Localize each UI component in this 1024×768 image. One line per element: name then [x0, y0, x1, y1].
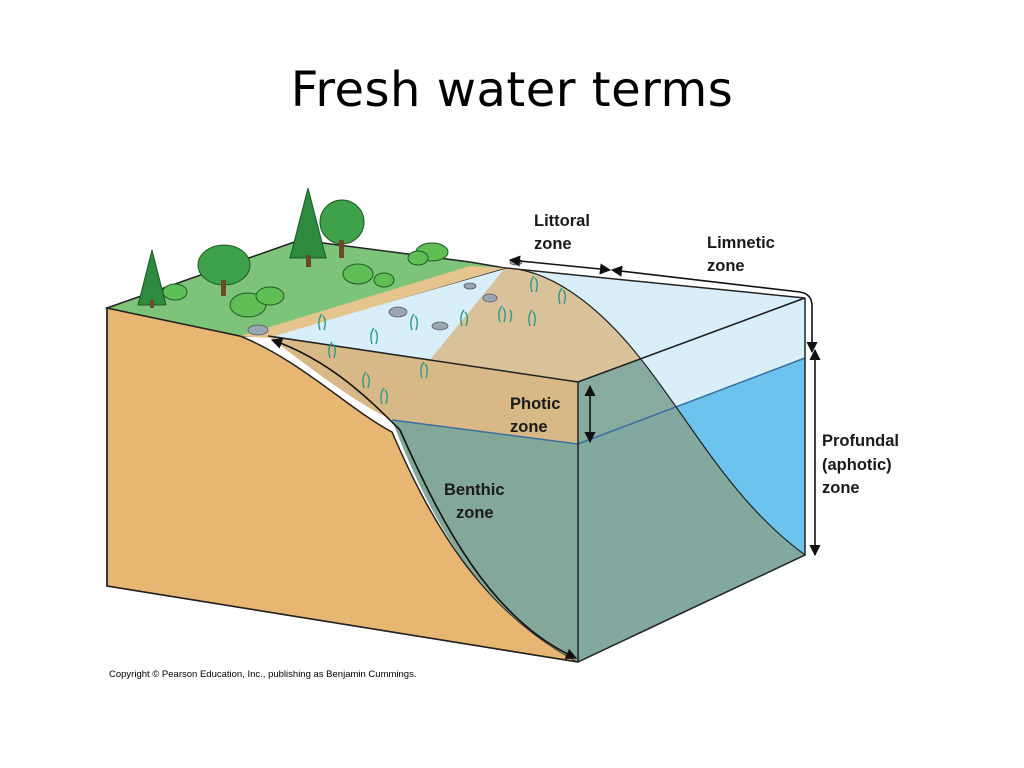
benthic-label-line2: zone	[456, 504, 494, 522]
benthic-arrow	[270, 337, 578, 660]
right-face-soil	[578, 358, 805, 662]
shrubs	[162, 242, 449, 318]
profundal-label-line2: (aphotic)	[822, 456, 892, 474]
littoral-label-line2: zone	[534, 235, 572, 253]
littoral-arrow	[508, 255, 612, 275]
littoral-label-line1: Littoral	[534, 212, 590, 230]
photic-label-line1: Photic	[510, 395, 560, 413]
limnetic-label-line1: Limnetic	[707, 234, 775, 252]
photic-boundary-line-right	[577, 357, 806, 445]
tree-round-center	[319, 199, 365, 258]
limnetic-arrow	[610, 265, 818, 354]
soil-slope-outline	[504, 267, 806, 556]
limnetic-label: Limnetic zone	[707, 234, 779, 275]
littoral-label: Littoral zone	[534, 212, 595, 253]
tree-pine-left	[137, 249, 167, 308]
profundal-label-line1: Profundal	[822, 432, 899, 450]
tree-round-left	[197, 244, 251, 296]
slide-title: Fresh water terms	[290, 62, 734, 118]
photic-label: Photic zone	[510, 395, 565, 436]
benthic-label: Benthic zone	[444, 481, 509, 522]
tree-pine-center	[289, 187, 327, 267]
benthic-label-line1: Benthic	[444, 481, 505, 499]
limnetic-label-line2: zone	[707, 257, 745, 275]
copyright-notice: Copyright © Pearson Education, Inc., pub…	[109, 669, 417, 680]
shore-strip	[240, 266, 505, 338]
profundal-label-line3: zone	[822, 479, 860, 497]
profundal-label: Profundal (aphotic) zone	[822, 432, 904, 497]
photic-label-line2: zone	[510, 418, 548, 436]
